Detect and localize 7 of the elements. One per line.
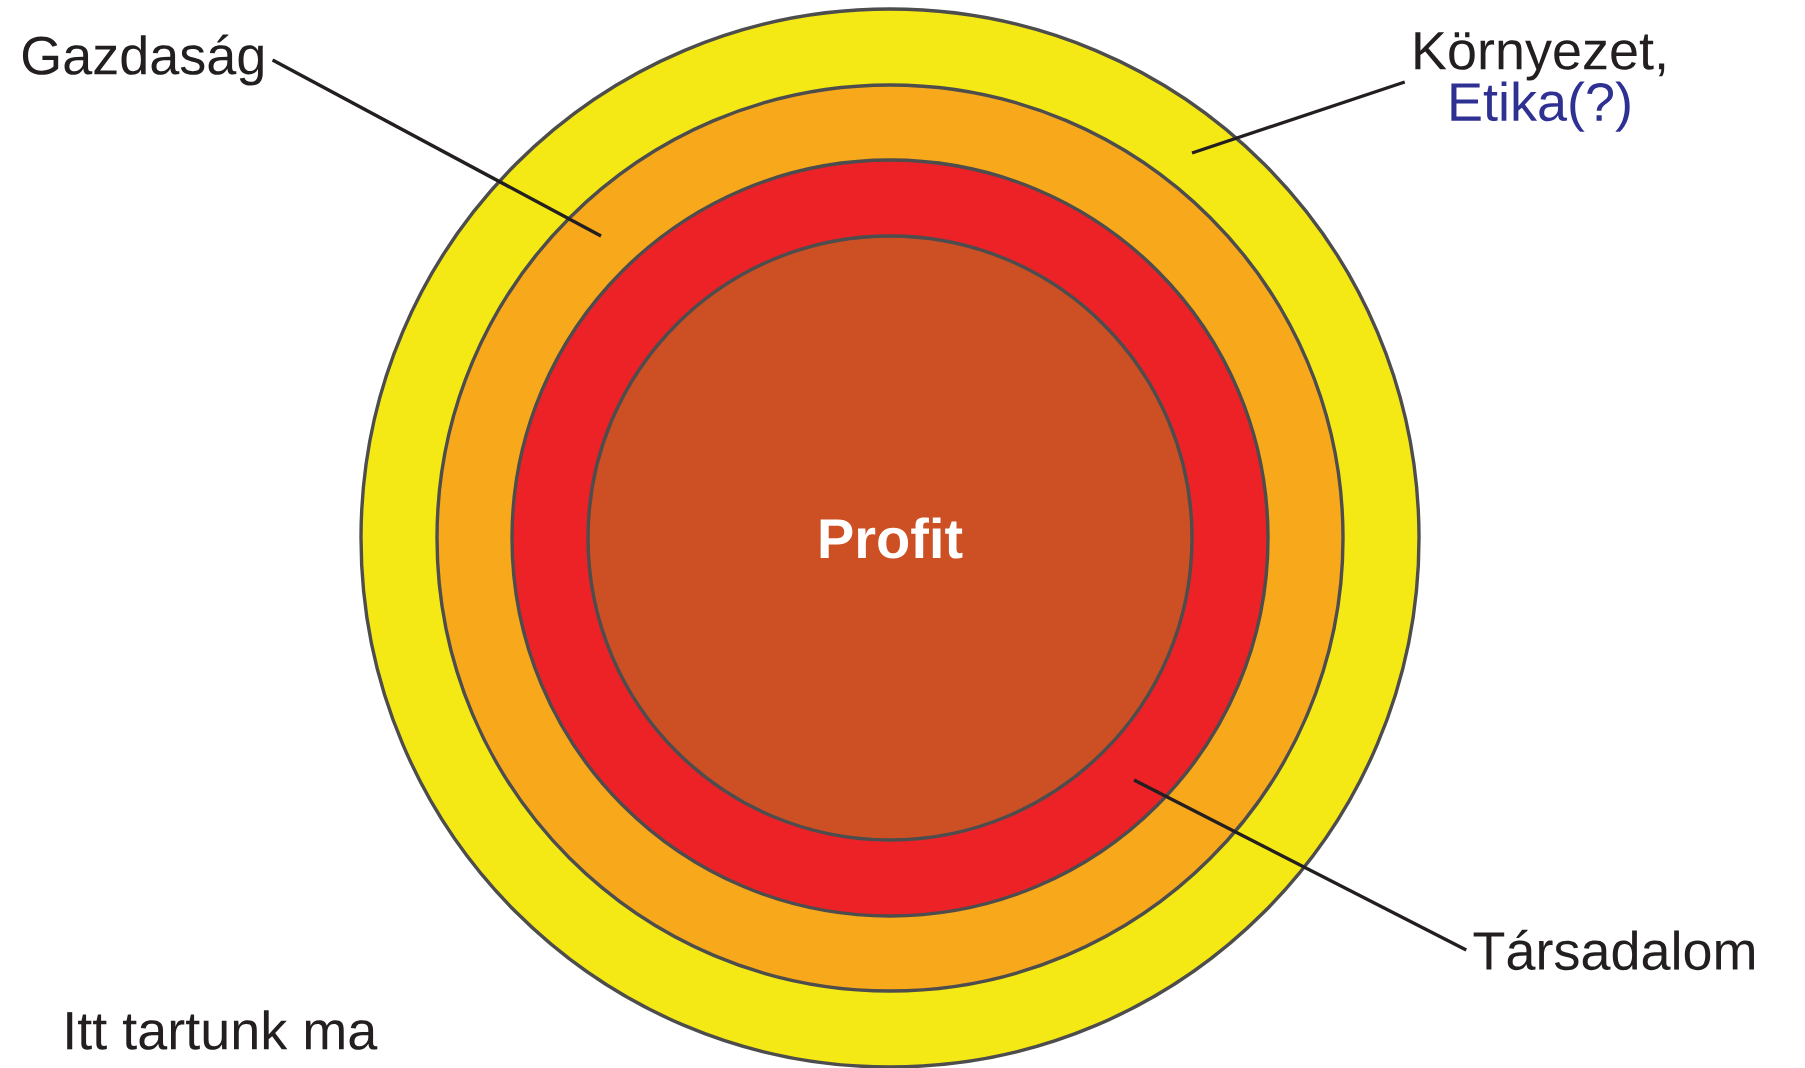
caption-text: Itt tartunk ma: [67, 1010, 378, 1050]
leader-line: [1191, 80, 1406, 155]
label-text: Környezet, Etika(?): [1415, 32, 1665, 132]
leader-line: [1133, 778, 1468, 952]
label-text: Gazdaság: [22, 34, 263, 86]
leader-line: [271, 58, 602, 238]
label-text: Társadalom: [1473, 929, 1754, 971]
